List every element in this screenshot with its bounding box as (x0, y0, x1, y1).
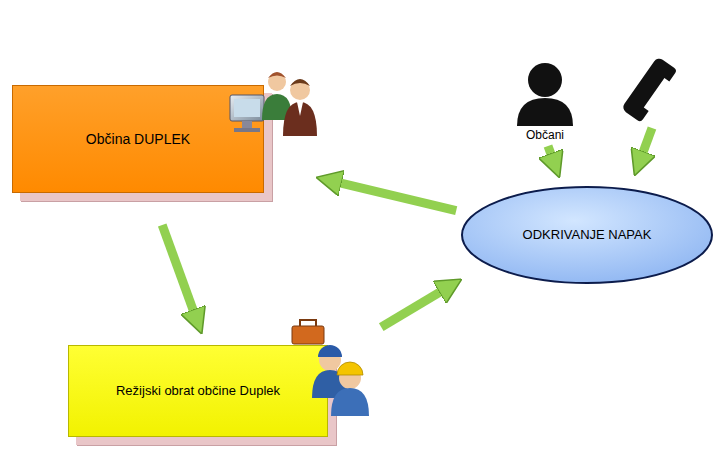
flow-arrow (381, 284, 453, 327)
citizen-arrow (548, 146, 556, 168)
flow-arrow (326, 180, 456, 211)
process-box: Režijski obrat občine Duplek (68, 345, 328, 437)
citizen-icon (517, 63, 573, 126)
node-label: Občina DUPLEK (86, 131, 190, 148)
node-label: Režijski obrat občine Duplek (116, 383, 280, 399)
process-box: Občina DUPLEK (12, 85, 264, 193)
ellipse-shape (462, 187, 712, 283)
group-label: Občani (526, 128, 564, 142)
process-ellipse: ODKRIVANJE NAPAK (460, 185, 714, 285)
node-label: ODKRIVANJE NAPAK (523, 227, 652, 243)
phone-icon (621, 56, 677, 122)
phone-arrow (638, 128, 652, 166)
flow-arrow (162, 225, 198, 324)
